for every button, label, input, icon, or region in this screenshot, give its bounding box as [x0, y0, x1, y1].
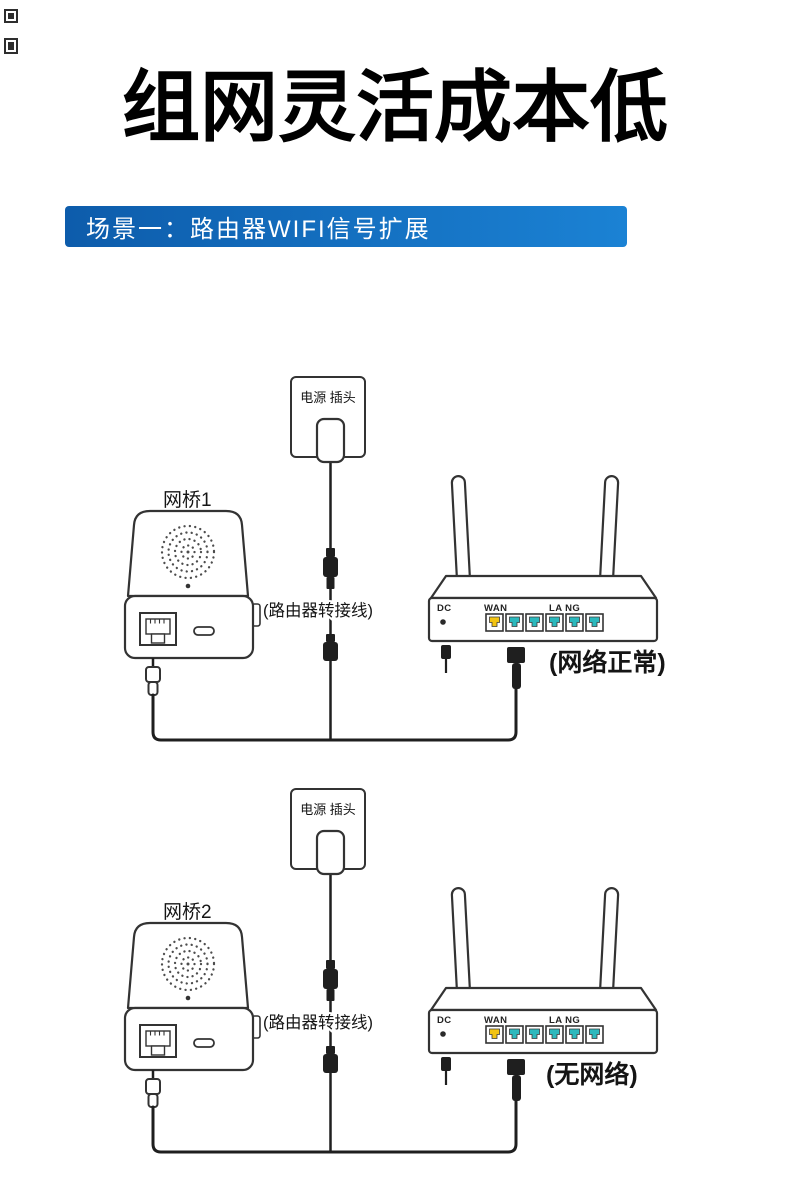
- bridge-1-label: 网桥1: [163, 489, 212, 511]
- diagram-1: 网桥1 (网络正常): [0, 355, 666, 775]
- scenario-banner: 场景一：路由器WIFI信号扩展: [65, 206, 627, 247]
- corner-mark-1: [4, 9, 18, 23]
- bridge-2-label: 网桥2: [163, 901, 212, 923]
- scenario-banner-text: 场景一：路由器WIFI信号扩展: [86, 216, 431, 243]
- diagram-2: 网桥2 (无网络): [0, 767, 790, 1187]
- page-title: 组网灵活成本低: [121, 63, 668, 153]
- network-status-label-2: (无网络): [546, 1060, 638, 1089]
- network-status-label-1: (网络正常): [549, 648, 666, 677]
- corner-mark-2: [4, 38, 18, 54]
- diagram-1-artwork: [125, 377, 657, 740]
- diagram-2-artwork: [125, 789, 657, 1152]
